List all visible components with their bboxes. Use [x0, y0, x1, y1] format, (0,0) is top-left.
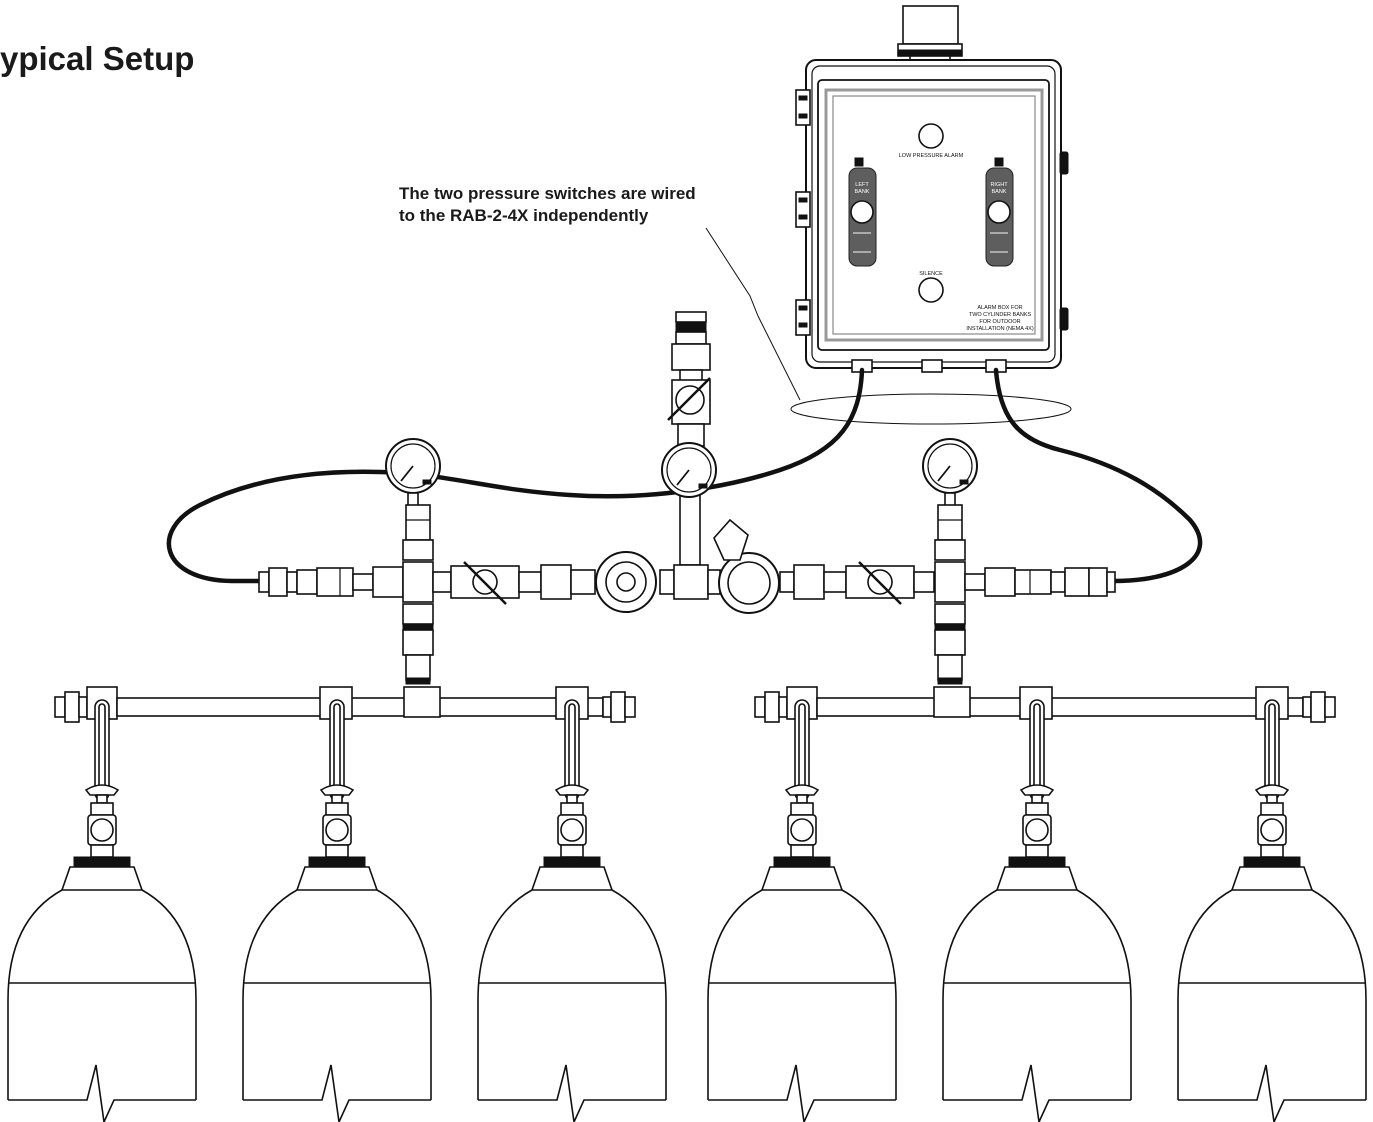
page-title: ypical Setup — [0, 40, 195, 77]
main-header-line — [258, 504, 1116, 685]
cylinder-body — [477, 889, 667, 1100]
low-pressure-alarm-label: LOW PRESSURE ALARM — [899, 153, 964, 159]
callout-leader — [705, 227, 1072, 425]
center-relief-riser — [667, 311, 711, 566]
cylinder-body — [1177, 889, 1367, 1100]
alarm-box-desc-2: TWO CYLINDER BANKS — [969, 312, 1032, 318]
left-bank-label-2: BANK — [855, 189, 870, 195]
right-bank-label-1: RIGHT — [990, 182, 1008, 188]
silence-label: SILENCE — [919, 271, 943, 277]
alarm-box-desc-3: FOR OUTDOOR — [979, 319, 1020, 325]
cylinder-banks — [7, 699, 1367, 1122]
cylinder-body — [242, 889, 432, 1100]
alarm-box-desc-4: INSTALLATION (NEMA 4X) — [966, 326, 1034, 332]
cylinder-5 — [942, 699, 1132, 1122]
hoses — [166, 367, 1203, 584]
cylinder-body — [707, 889, 897, 1100]
callout-text: The two pressure switches are wired to t… — [399, 183, 696, 227]
cylinder-body — [942, 889, 1132, 1100]
cylinder-body — [7, 889, 197, 1100]
gauge-right — [922, 438, 978, 508]
hinge-left-mid — [795, 191, 811, 228]
left-branch-manifold — [54, 686, 636, 723]
cylinder-2 — [242, 699, 432, 1122]
right-branch-manifold — [754, 686, 1336, 723]
cylinder-6 — [1177, 699, 1367, 1122]
left-bank-indicator: LEFT BANK — [848, 157, 877, 267]
gauge-left — [385, 438, 441, 508]
right-bank-label-2: BANK — [992, 189, 1007, 195]
callout-line-2: to the RAB-2-4X independently — [399, 206, 649, 225]
cylinder-4 — [707, 699, 897, 1122]
left-bank-label-1: LEFT — [855, 182, 869, 188]
cylinder-1 — [7, 699, 197, 1122]
hinge-left-top — [795, 89, 811, 126]
callout-line-1: The two pressure switches are wired — [399, 184, 696, 203]
hinge-left-bottom — [795, 299, 811, 336]
alarm-box: LOW PRESSURE ALARM LEFT BANK RIGHT BANK … — [795, 5, 1069, 373]
alarm-box-desc-1: ALARM BOX FOR — [977, 305, 1022, 311]
right-bank-indicator: RIGHT BANK — [985, 157, 1014, 267]
cylinder-3 — [477, 699, 667, 1122]
gauge-center — [661, 442, 717, 498]
